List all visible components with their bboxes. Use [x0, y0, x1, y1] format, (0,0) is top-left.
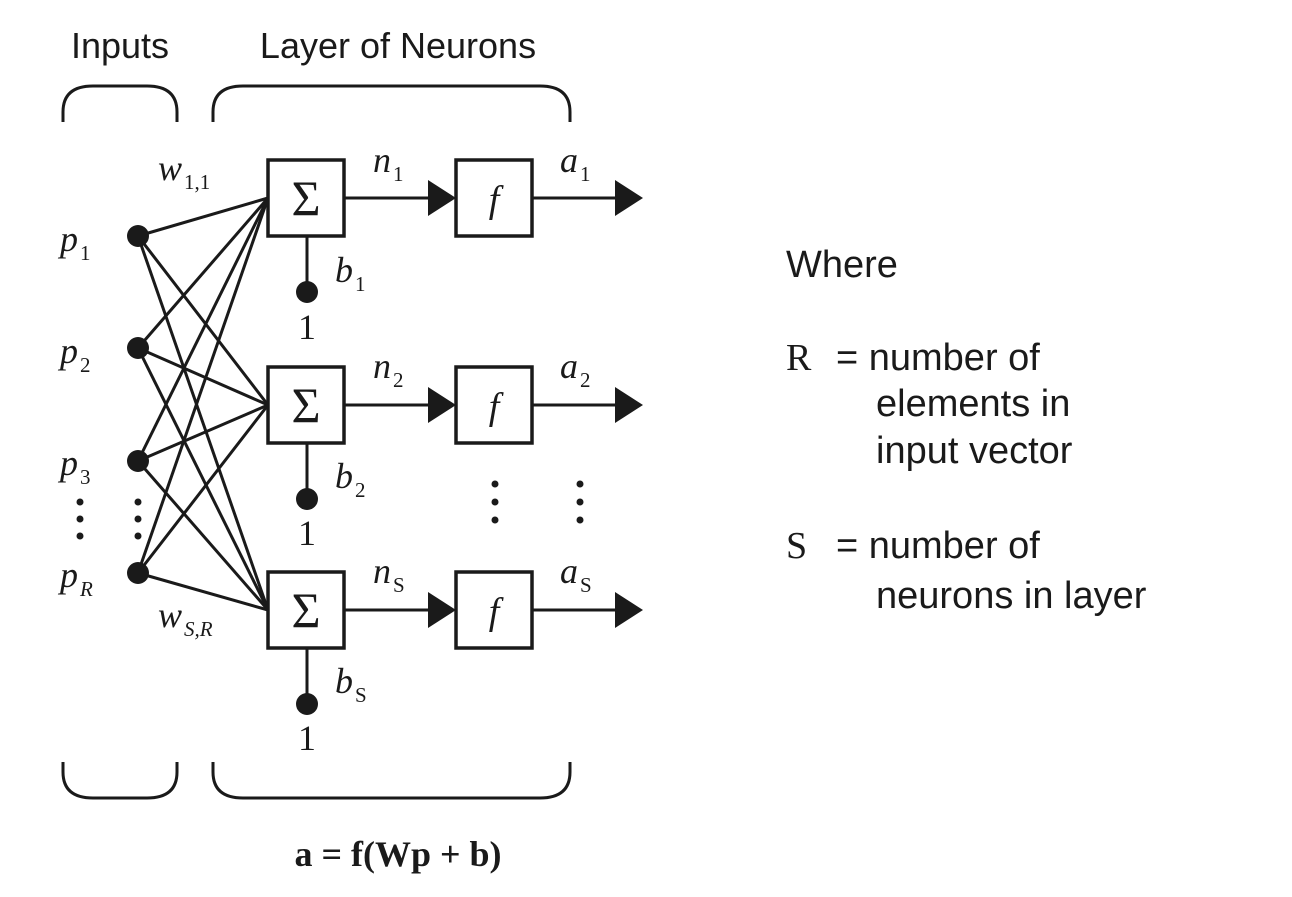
summation-box-s [266, 570, 346, 650]
output-label-s: aS [560, 551, 592, 597]
layer-top-brace [211, 84, 572, 122]
legend-s-line-1: = number of [836, 525, 1040, 567]
sigma-symbol-s: Σ [291, 582, 320, 638]
net-input-label-2: n2 [373, 346, 404, 392]
summation-box-1 [266, 158, 346, 238]
bias-label-1: b1 [335, 250, 366, 296]
output-label-1: a1 [560, 140, 591, 186]
neuron-s: Σ f nS aS bS 1 [266, 551, 643, 758]
bias-input-2: 1 [298, 513, 316, 553]
neuron-2: Σ f n2 a2 b2 1 [266, 346, 643, 553]
output-label-2: a2 [560, 346, 591, 392]
legend-s-line-2: neurons in layer [876, 575, 1147, 617]
arrow-head-a-2 [615, 387, 643, 423]
sigma-symbol-2: Σ [291, 377, 320, 433]
legend-r-line-2: elements in [876, 383, 1070, 425]
legend-r-line-3: input vector [876, 430, 1073, 472]
arrow-head-n-2 [428, 387, 456, 423]
bias-node-2 [296, 488, 318, 510]
bias-label-2: b2 [335, 456, 366, 502]
input-node-1 [127, 225, 149, 247]
bias-node-1 [296, 281, 318, 303]
neuron-1: Σ f n1 a1 b1 1 [266, 140, 643, 347]
transfer-box-2 [454, 365, 534, 445]
legend: Where R = number of elements in input ve… [786, 244, 1147, 617]
weight-label-bottom: wS,R [158, 595, 213, 641]
layer-header: Layer of Neurons [260, 25, 536, 66]
input-label-3: p3 [57, 443, 91, 489]
inputs-header: Inputs [71, 25, 169, 66]
input-ellipsis [76, 498, 142, 540]
weight-connections [136, 196, 270, 612]
input-label-1: p1 [57, 219, 91, 265]
bias-label-s: bS [335, 661, 367, 707]
arrow-head-n-1 [428, 180, 456, 216]
input-node-r [127, 562, 149, 584]
layer-bottom-brace [211, 762, 572, 800]
bias-input-1: 1 [298, 307, 316, 347]
output-ellipsis [491, 480, 584, 524]
legend-r-line-1: = number of [836, 337, 1040, 379]
arrow-head-n-s [428, 592, 456, 628]
input-label-2: p2 [57, 331, 91, 377]
bias-node-s [296, 693, 318, 715]
layer-equation: a = f(Wp + b) [294, 834, 501, 874]
weight-label-top: w1,1 [158, 148, 210, 194]
inputs-top-brace [61, 84, 179, 122]
sigma-symbol-1: Σ [291, 170, 320, 226]
legend-title: Where [786, 244, 898, 286]
legend-s-symbol: S [786, 525, 807, 567]
net-input-label-1: n1 [373, 140, 404, 186]
inputs-bottom-brace [61, 762, 179, 800]
input-node-2 [127, 337, 149, 359]
arrow-head-a-1 [615, 180, 643, 216]
input-label-r: pR [57, 555, 93, 601]
legend-r-symbol: R [786, 337, 812, 379]
input-node-3 [127, 450, 149, 472]
bias-input-s: 1 [298, 718, 316, 758]
transfer-box-s [454, 570, 534, 650]
net-input-label-s: nS [373, 551, 405, 597]
arrow-head-a-s [615, 592, 643, 628]
